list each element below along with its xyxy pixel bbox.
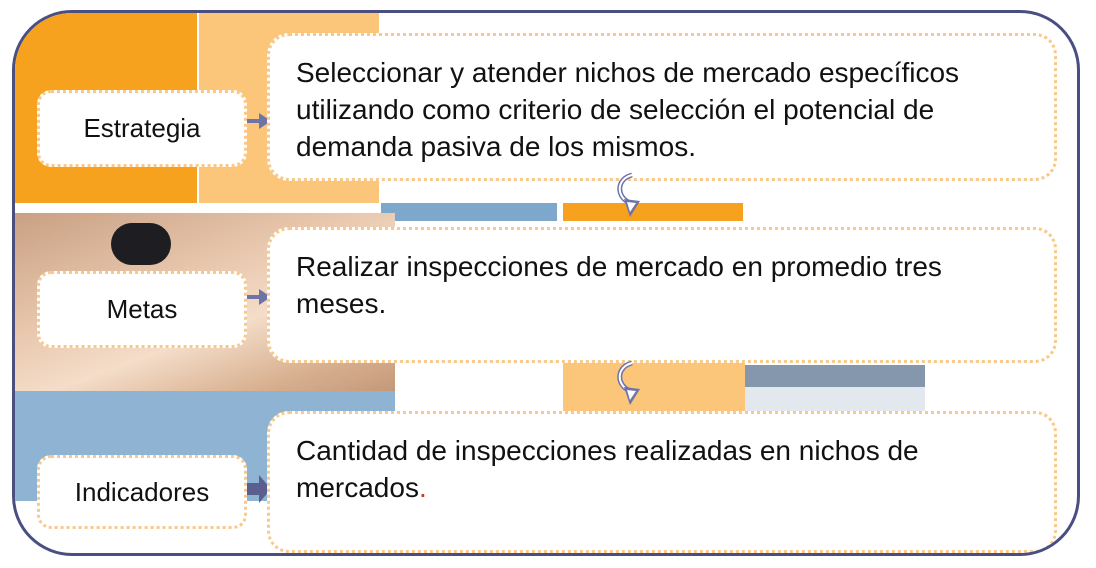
bg-grayblue-block-bottom xyxy=(745,365,925,387)
bg-light-gray-block-bottom xyxy=(745,387,925,413)
goals-text-box: Realizar inspecciones de mercado en prom… xyxy=(267,227,1057,363)
goals-text: Realizar inspecciones de mercado en prom… xyxy=(296,251,942,319)
goals-arrow-icon xyxy=(247,289,271,305)
bg-watch xyxy=(111,223,171,265)
curved-down-arrow-icon-2 xyxy=(617,360,640,405)
strategy-label: Estrategia xyxy=(83,113,201,143)
indicators-label-box: Indicadores xyxy=(37,455,247,529)
strategy-label-box: Estrategia xyxy=(37,90,247,167)
strategy-text: Seleccionar y atender nichos de mercado … xyxy=(296,57,960,162)
indicators-label: Indicadores xyxy=(74,476,210,507)
diagram-frame: Estrategia Metas Indicadores Seleccionar… xyxy=(12,10,1080,556)
indicators-text: Cantidad de inspecciones realizadas en n… xyxy=(296,435,919,503)
goals-label: Metas xyxy=(106,294,178,324)
strategy-arrow-icon xyxy=(247,113,271,129)
strategy-text-box: Seleccionar y atender nichos de mercado … xyxy=(267,33,1057,181)
indicators-text-box: Cantidad de inspecciones realizadas en n… xyxy=(267,411,1057,553)
indicators-arrow-icon xyxy=(247,475,271,503)
bg-light-orange-block-bottom xyxy=(563,361,745,413)
bg-blue-strip xyxy=(381,203,557,221)
goals-label-box: Metas xyxy=(37,271,247,348)
bg-orange-strip xyxy=(563,203,743,221)
curved-down-arrow-icon-1 xyxy=(617,172,640,217)
indicators-text-end: . xyxy=(418,472,427,503)
